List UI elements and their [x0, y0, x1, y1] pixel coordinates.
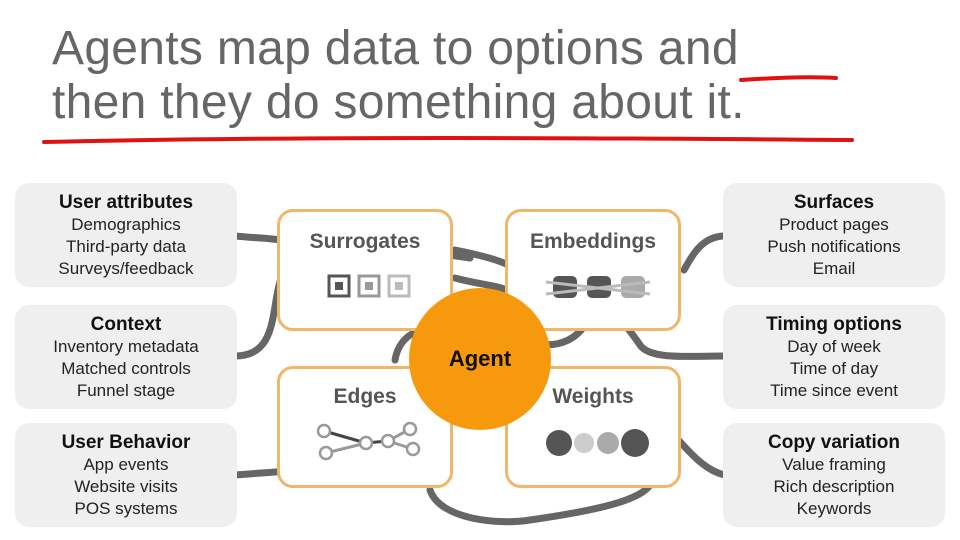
connector-line [680, 232, 729, 274]
output-item: Day of week [787, 337, 881, 356]
output-box-copy-variation: Copy variation Value framing Rich descri… [723, 423, 945, 527]
output-heading: Surfaces [793, 192, 875, 213]
output-heading: Copy variation [768, 432, 900, 453]
title-line2: then they do something about it. [52, 76, 745, 129]
edges-graph-icon [316, 421, 421, 461]
output-item: Value framing [782, 455, 886, 474]
node-embeddings: Embeddings [505, 209, 681, 331]
output-heading: Timing options [766, 314, 902, 335]
input-heading: User attributes [58, 192, 194, 213]
output-item: Time of day [789, 359, 879, 378]
output-item: Keywords [796, 499, 872, 518]
input-item: Website visits [74, 477, 178, 496]
output-item: Product pages [779, 215, 889, 234]
output-box-surfaces: Surfaces Product pages Push notification… [723, 183, 945, 287]
output-item: Push notifications [767, 237, 901, 256]
input-item: Matched controls [61, 359, 191, 378]
input-box-user-behavior: User Behavior App events Website visits … [15, 423, 237, 527]
input-item: Inventory metadata [53, 337, 199, 356]
emphasis-underline [739, 75, 838, 82]
node-label: Edges [333, 385, 397, 408]
output-item: Email [812, 259, 856, 278]
connector-line [426, 481, 654, 526]
output-item: Rich description [773, 477, 895, 496]
input-item: Funnel stage [76, 381, 176, 400]
node-label: Weights [552, 385, 634, 408]
input-item: POS systems [74, 499, 178, 518]
embeddings-blocks-icon [545, 276, 651, 298]
input-box-context: Context Inventory metadata Matched contr… [15, 305, 237, 409]
agent-node: Agent [409, 288, 551, 430]
input-item: App events [83, 455, 169, 474]
node-label: Surrogates [309, 230, 421, 253]
node-surrogates: Surrogates [277, 209, 453, 331]
node-label: Embeddings [529, 230, 656, 253]
weights-circles-icon [546, 429, 649, 457]
slide-title: Agents map data to options and then they… [52, 22, 932, 130]
title-emphasis: and [657, 22, 739, 75]
output-box-timing-options: Timing options Day of week Time of day T… [723, 305, 945, 409]
title-line1: Agents map data to options [52, 22, 658, 75]
surrogates-squares-icon [327, 274, 411, 298]
connector-line [231, 232, 284, 244]
input-item: Surveys/feedback [58, 259, 194, 278]
input-heading: Context [90, 314, 162, 335]
title-underline [42, 136, 854, 144]
input-box-user-attributes: User attributes Demographics Third-party… [15, 183, 237, 287]
input-item: Third-party data [66, 237, 186, 256]
input-heading: User Behavior [61, 432, 191, 453]
output-item: Time since event [770, 381, 898, 400]
input-item: Demographics [71, 215, 181, 234]
